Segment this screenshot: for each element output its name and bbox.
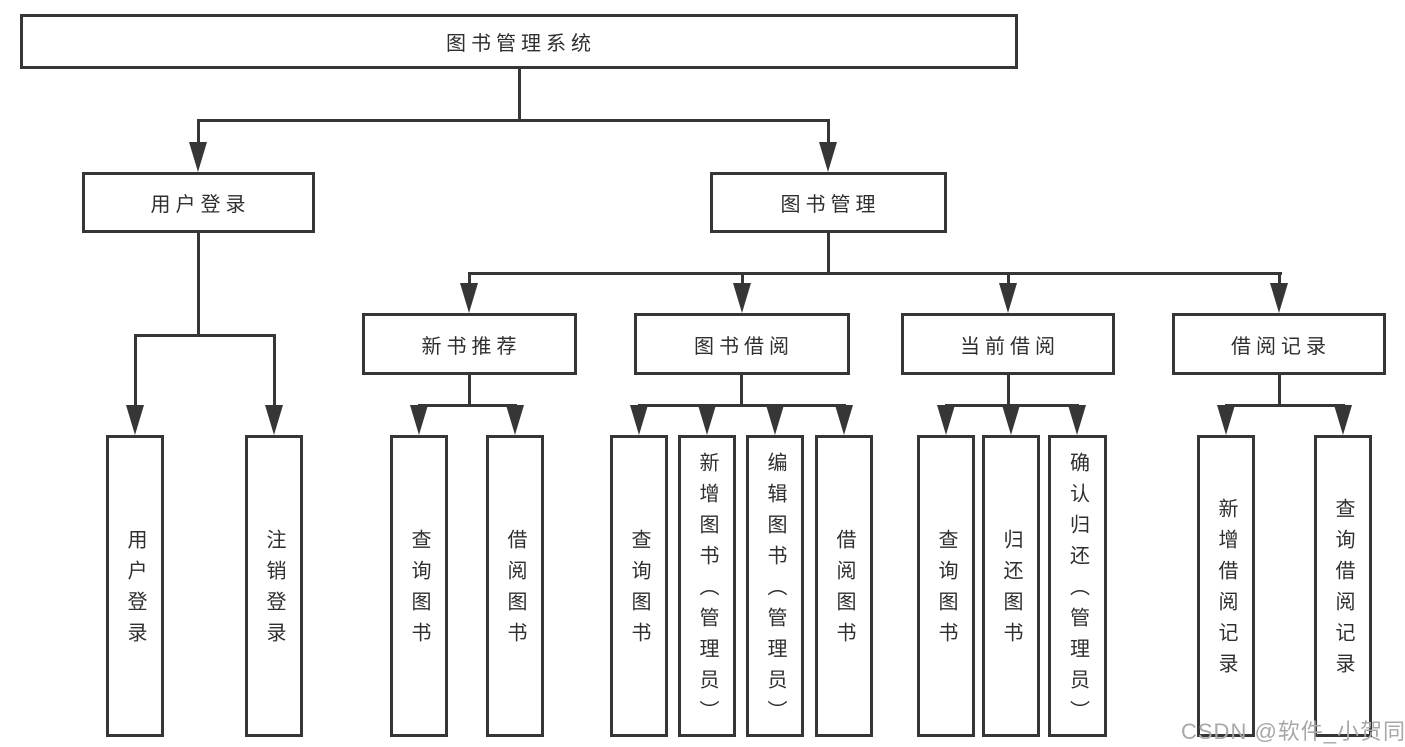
- leaf-query-books-current-label: 查询图书: [935, 529, 957, 653]
- leaf-return-books-label: 归还图书: [1000, 529, 1022, 653]
- connector-line: [197, 119, 200, 145]
- connector-line: [1225, 404, 1345, 407]
- connector-line: [827, 119, 830, 145]
- connector-arrow-down: [1217, 405, 1235, 435]
- node-book-borrowing: 图书借阅: [634, 313, 850, 375]
- leaf-confirm-return-admin-label: 确认归还（管理员）: [1066, 451, 1089, 731]
- connector-line: [1278, 272, 1281, 286]
- connector-line: [468, 272, 1282, 275]
- connector-arrow-down: [937, 405, 955, 435]
- leaf-borrow-books-recommend: 借阅图书: [486, 435, 544, 737]
- node-user-login-label: 用户登录: [150, 194, 251, 216]
- connector-arrow-down: [506, 405, 524, 435]
- connector-arrow-down: [460, 283, 478, 313]
- connector-line: [741, 272, 744, 286]
- connector-line: [134, 334, 276, 337]
- connector-arrow-down: [698, 405, 716, 435]
- leaf-query-borrow-record: 查询借阅记录: [1314, 435, 1372, 737]
- connector-line: [827, 232, 830, 275]
- leaf-add-book-admin: 新增图书（管理员）: [678, 435, 736, 737]
- connector-arrow-down: [1002, 405, 1020, 435]
- connector-line: [134, 334, 137, 408]
- connector-line: [468, 375, 471, 407]
- leaf-logout-login: 注销登录: [245, 435, 303, 737]
- connector-line: [468, 272, 471, 286]
- connector-line: [740, 375, 743, 407]
- connector-arrow-down: [1334, 405, 1352, 435]
- connector-line: [197, 119, 830, 122]
- node-book-borrowing-label: 图书借阅: [694, 335, 794, 358]
- leaf-query-books-recommend: 查询图书: [390, 435, 448, 737]
- node-user-login: 用户登录: [82, 172, 315, 233]
- connector-arrow-down: [265, 405, 283, 435]
- node-root-label: 图书管理系统: [446, 33, 596, 55]
- connector-line: [518, 69, 521, 121]
- connector-arrow-down: [126, 405, 144, 435]
- connector-arrow-down: [835, 405, 853, 435]
- node-borrowing-records-label: 借阅记录: [1231, 335, 1331, 358]
- leaf-return-books: 归还图书: [982, 435, 1040, 737]
- leaf-add-book-admin-label: 新增图书（管理员）: [696, 451, 718, 731]
- leaf-query-borrow-record-label: 查询借阅记录: [1332, 498, 1354, 684]
- node-root: 图书管理系统: [20, 14, 1018, 69]
- connector-line: [1007, 375, 1010, 407]
- node-new-book-recommendation: 新书推荐: [362, 313, 577, 375]
- node-book-management-label: 图书管理: [780, 194, 881, 216]
- leaf-borrow-books-recommend-label: 借阅图书: [504, 529, 526, 653]
- leaf-borrow-books-borrowing-label: 借阅图书: [833, 529, 855, 653]
- connector-arrow-down: [410, 405, 428, 435]
- connector-arrow-down: [189, 142, 207, 172]
- leaf-query-books-borrowing: 查询图书: [610, 435, 668, 737]
- leaf-query-books-current: 查询图书: [917, 435, 975, 737]
- connector-arrow-down: [766, 405, 784, 435]
- leaf-query-books-recommend-label: 查询图书: [408, 529, 430, 653]
- connector-line: [1278, 375, 1281, 407]
- leaf-add-borrow-record-label: 新增借阅记录: [1215, 498, 1237, 684]
- leaf-user-login-label: 用户登录: [124, 529, 146, 653]
- leaf-logout-login-label: 注销登录: [263, 529, 285, 653]
- leaf-query-books-borrowing-label: 查询图书: [628, 529, 650, 653]
- connector-line: [418, 404, 517, 407]
- connector-line: [1007, 272, 1010, 286]
- node-current-borrowing: 当前借阅: [901, 313, 1115, 375]
- node-book-management: 图书管理: [710, 172, 947, 233]
- leaf-edit-book-admin: 编辑图书（管理员）: [746, 435, 804, 737]
- node-new-book-recommendation-label: 新书推荐: [421, 335, 522, 358]
- connector-arrow-down: [819, 142, 837, 172]
- connector-arrow-down: [630, 405, 648, 435]
- connector-line: [638, 404, 846, 407]
- leaf-confirm-return-admin: 确认归还（管理员）: [1048, 435, 1107, 737]
- leaf-add-borrow-record: 新增借阅记录: [1197, 435, 1255, 737]
- connector-arrow-down: [1270, 283, 1288, 313]
- connector-arrow-down: [1068, 405, 1086, 435]
- connector-line: [273, 334, 276, 408]
- connector-line: [197, 232, 200, 337]
- leaf-edit-book-admin-label: 编辑图书（管理员）: [764, 451, 786, 731]
- connector-arrow-down: [999, 283, 1017, 313]
- node-borrowing-records: 借阅记录: [1172, 313, 1386, 375]
- csdn-watermark: CSDN @软件_小贺同学: [1181, 719, 1405, 744]
- node-current-borrowing-label: 当前借阅: [960, 335, 1060, 358]
- leaf-borrow-books-borrowing: 借阅图书: [815, 435, 873, 737]
- leaf-user-login: 用户登录: [106, 435, 164, 737]
- connector-arrow-down: [733, 283, 751, 313]
